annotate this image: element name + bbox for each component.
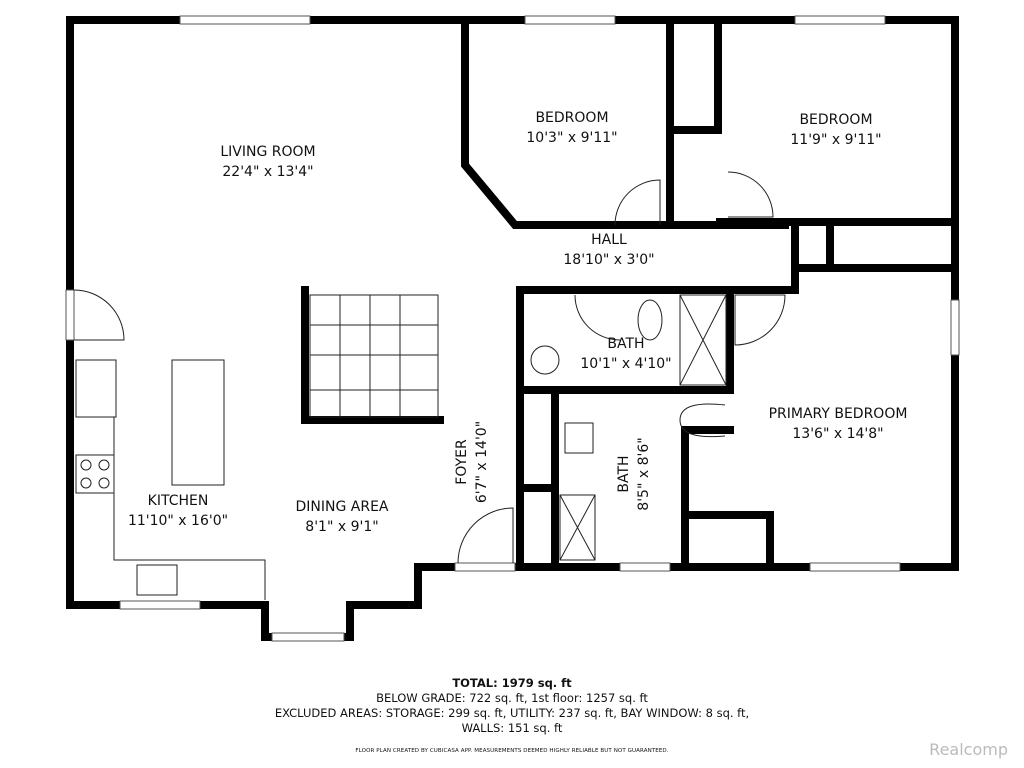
vanity-sink xyxy=(564,422,594,454)
floor-plan xyxy=(65,15,960,642)
area-line-3: WALLS: 151 sq. ft xyxy=(461,721,563,735)
area-summary: TOTAL: 1979 sq. ft BELOW GRADE: 722 sq. … xyxy=(0,676,1024,759)
bath-sink xyxy=(530,345,560,375)
door-swing xyxy=(734,294,786,346)
area-line-2: EXCLUDED AREAS: STORAGE: 299 sq. ft, UTI… xyxy=(274,706,750,720)
door-swing xyxy=(574,294,621,341)
toilet-2 xyxy=(679,403,726,438)
shower-2 xyxy=(559,494,596,561)
staircase xyxy=(309,294,439,418)
refrigerator xyxy=(75,359,117,418)
credit-note: FLOOR PLAN CREATED BY CUBICASA APP. MEAS… xyxy=(355,748,669,754)
area-line-1: BELOW GRADE: 722 sq. ft, 1st floor: 1257… xyxy=(376,691,648,705)
door-swing xyxy=(727,171,774,218)
fixtures xyxy=(73,171,786,600)
windows xyxy=(65,15,960,642)
door-swing xyxy=(73,289,125,341)
door-swing xyxy=(614,179,661,226)
shower xyxy=(679,294,727,386)
toilet xyxy=(637,299,663,341)
walls xyxy=(66,16,959,641)
brand-watermark: Realcomp xyxy=(929,740,1008,759)
total-area: TOTAL: 1979 sq. ft xyxy=(452,676,572,690)
kitchen-sink xyxy=(136,564,178,596)
kitchen-island xyxy=(171,359,225,486)
stove xyxy=(75,454,115,494)
door-swing xyxy=(457,507,514,564)
